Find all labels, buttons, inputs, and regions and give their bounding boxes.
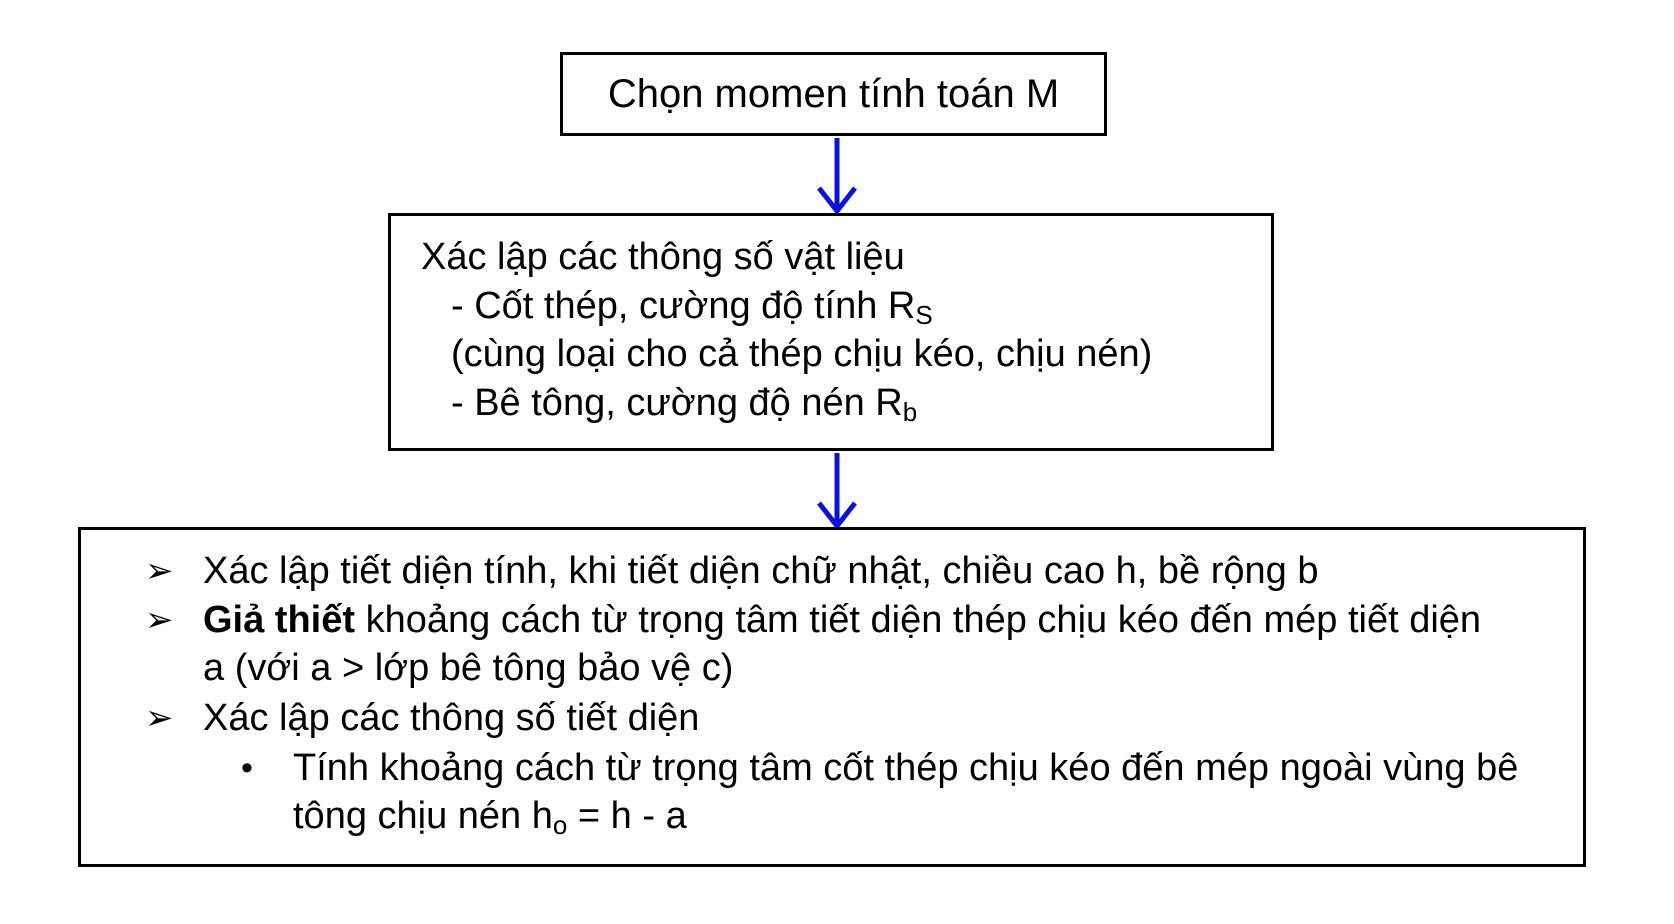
material-steel-note: (cùng loại cho cả thép chịu kéo, chịu né… [451, 333, 1153, 375]
assumption-label: Giả thiết [203, 599, 356, 641]
down-arrow-icon [817, 453, 857, 529]
section-item-1: Xác lập tiết diện tính, khi tiết diện ch… [203, 550, 1319, 592]
concrete-strength-text: - Bê tông, cường độ nén R [451, 382, 903, 424]
step-box-material-params: Xác lập các thông số vật liệu - Cốt thép… [388, 213, 1274, 451]
steel-strength-text: - Cốt thép, cường độ tính R [451, 285, 916, 327]
material-steel-line: - Cốt thép, cường độ tính RS [451, 282, 933, 330]
steel-strength-subscript: S [915, 300, 933, 330]
section-item-2: Giả thiết khoảng cách từ trọng tâm tiết … [203, 596, 1503, 692]
section-subitem-1: Tính khoảng cách từ trọng tâm cốt thép c… [293, 744, 1553, 840]
effective-depth-formula: = h - a [567, 795, 687, 837]
section-item-3: Xác lập các thông số tiết diện [203, 697, 700, 739]
step-box-section-params: ➢ Xác lập tiết diện tính, khi tiết diện … [78, 527, 1586, 867]
arrow-bullet-icon: ➢ [145, 601, 174, 639]
arrow-bullet-icon: ➢ [145, 552, 174, 590]
material-params-title: Xác lập các thông số vật liệu [421, 236, 905, 278]
material-concrete-line: - Bê tông, cường độ nén Rb [451, 379, 917, 427]
effective-depth-subscript: o [552, 810, 568, 840]
down-arrow-icon [817, 138, 857, 214]
concrete-strength-subscript: b [902, 397, 918, 427]
arrow-bullet-icon: ➢ [145, 699, 174, 737]
step-box-choose-moment: Chọn momen tính toán M [560, 52, 1107, 136]
effective-depth-text: Tính khoảng cách từ trọng tâm cốt thép c… [293, 747, 1519, 837]
dot-bullet-icon: • [241, 749, 253, 787]
step-text-choose-moment: Chọn momen tính toán M [607, 71, 1060, 116]
assumption-text: khoảng cách từ trọng tâm tiết diện thép … [203, 599, 1482, 689]
